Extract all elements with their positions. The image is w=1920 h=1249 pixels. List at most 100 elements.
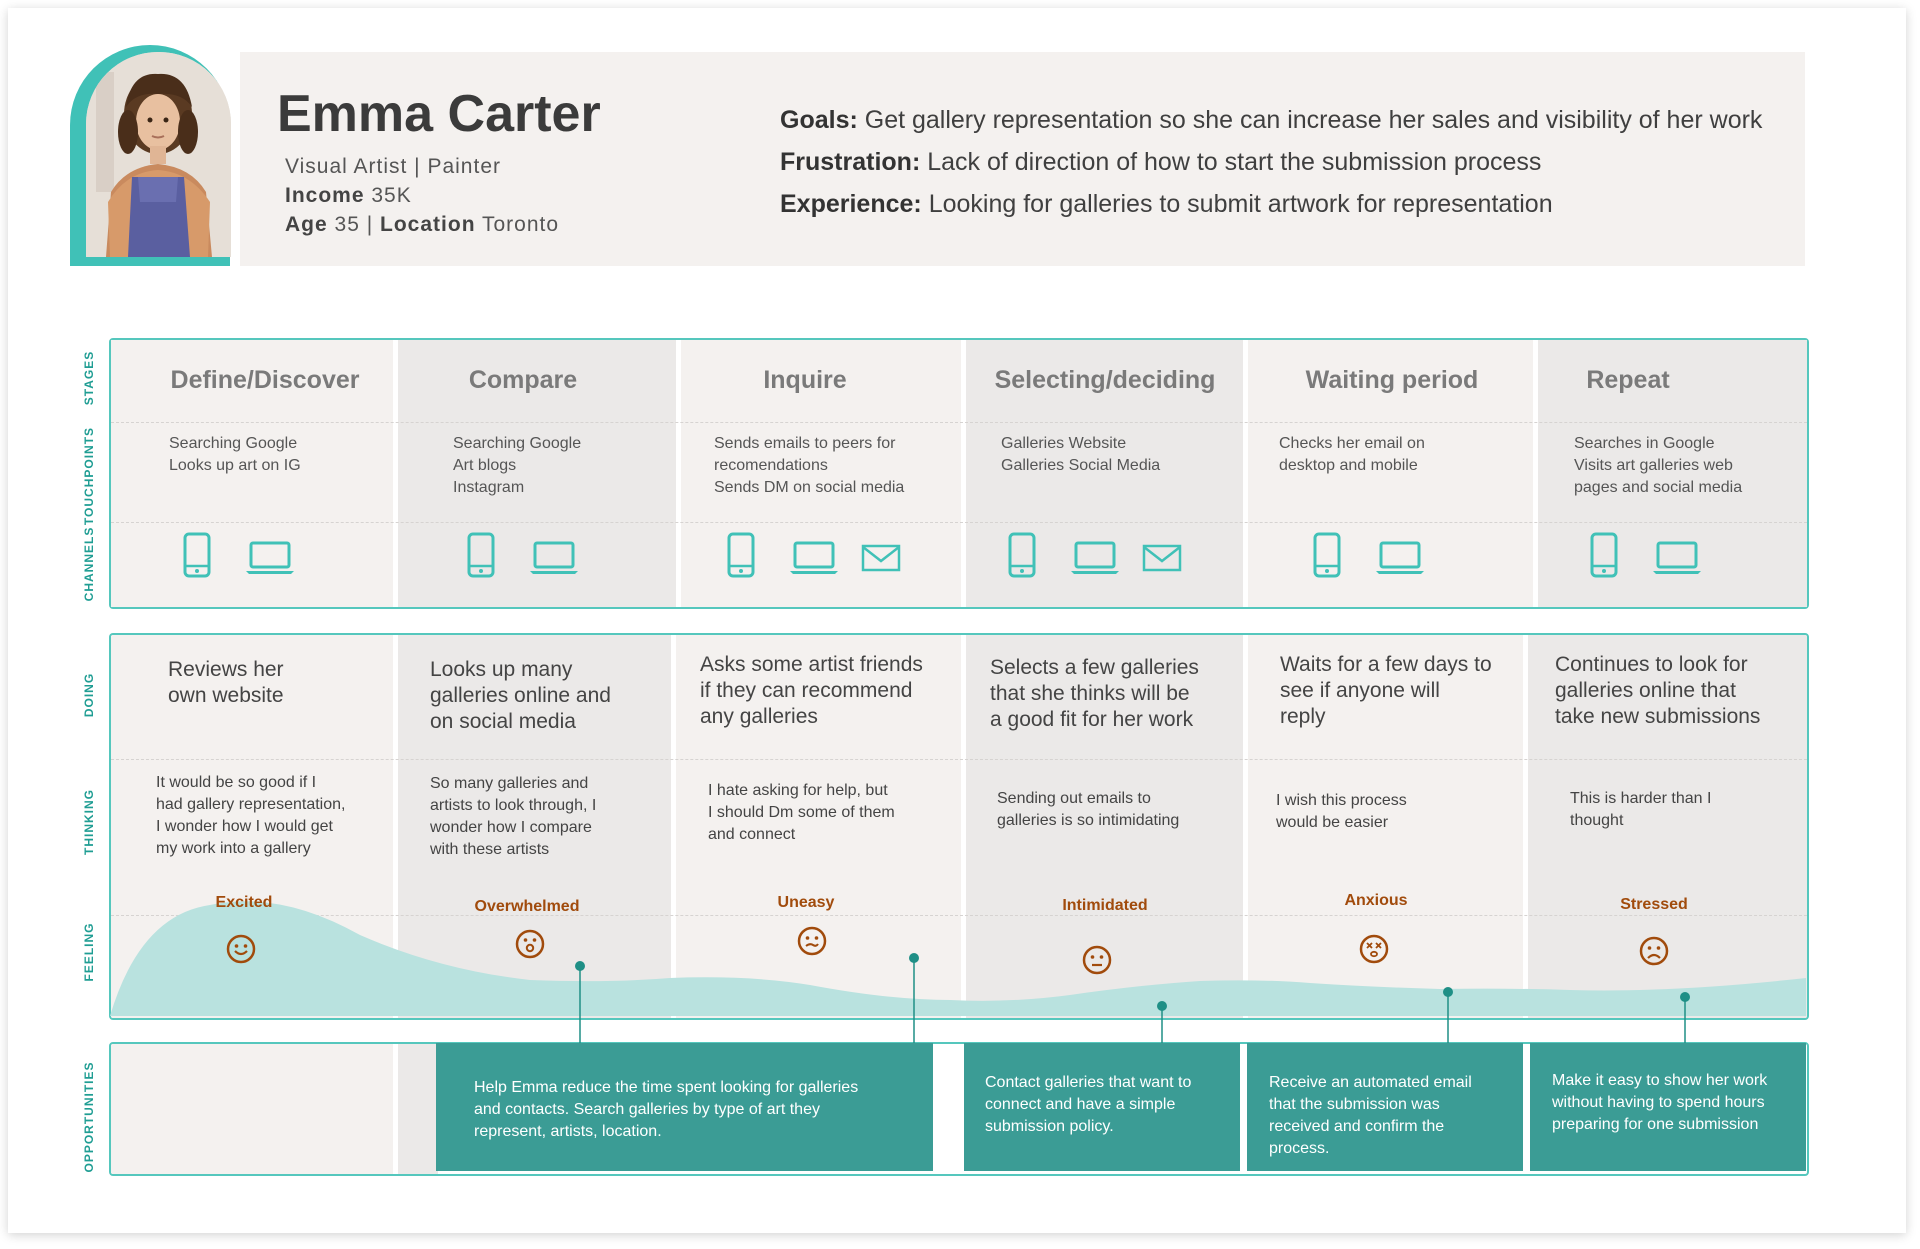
age-value: 35 | — [334, 213, 374, 236]
phone-icon — [1008, 532, 1036, 578]
thinking-compare: So many galleries and artists to look th… — [430, 773, 596, 861]
feeling-label: Stressed — [1620, 896, 1688, 913]
opportunity-text: submission policy. — [985, 1118, 1114, 1135]
opportunity-card: Receive an automated email that the subm… — [1247, 1043, 1523, 1171]
row-label-channels: CHANNELS — [82, 526, 96, 602]
frustration-text: Lack of direction of how to start the su… — [927, 148, 1542, 176]
opportunity-text: Make it easy to show her work — [1552, 1072, 1768, 1089]
doing-text: Selects a few galleries — [990, 656, 1199, 679]
touchpoint-text: Visits art galleries web — [1574, 457, 1733, 474]
opportunity-card: Help Emma reduce the time spent looking … — [436, 1043, 933, 1171]
persona-age-location: Age 35 | Location Toronto — [285, 213, 559, 237]
thinking-inquire: I hate asking for help, but I should Dm … — [708, 780, 895, 846]
doing-text: Looks up many — [430, 658, 573, 681]
stage-title: Define/Discover — [170, 366, 360, 394]
row-label-feeling: FEELING — [82, 922, 96, 982]
laptop-icon — [246, 541, 294, 574]
doing-compare: Looks up many galleries online and on so… — [430, 657, 611, 735]
location-value: Toronto — [482, 213, 560, 236]
thinking-text: had gallery representation, — [156, 796, 346, 813]
thinking-text: wonder how I compare — [430, 819, 592, 836]
avatar — [86, 52, 231, 257]
goals-label: Goals: — [780, 106, 858, 134]
doing-text: a good fit for her work — [990, 708, 1194, 731]
income-label: Income — [285, 184, 365, 207]
doing-text: on social media — [430, 710, 576, 733]
doing-define: Reviews her own website — [168, 657, 284, 709]
thinking-define: It would be so good if I had gallery rep… — [156, 772, 345, 860]
experience-text: Looking for galleries to submit artwork … — [928, 190, 1553, 218]
phone-icon — [183, 532, 211, 578]
stage-title: Inquire — [763, 366, 847, 394]
touchpoint-text: Searching Google — [453, 435, 582, 452]
opportunity-text: without having to spend hours — [1552, 1094, 1765, 1111]
touchpoint-text: Sends DM on social media — [714, 479, 905, 496]
thinking-text: my work into a gallery — [156, 840, 311, 857]
income-value: 35K — [371, 184, 412, 207]
persona-frustration: Frustration: Lack of direction of how to… — [780, 148, 1541, 177]
opportunity-text: connect and have a simple — [985, 1096, 1176, 1113]
doing-inquire: Asks some artist friends if they can rec… — [700, 652, 923, 730]
feeling-label: Intimidated — [1062, 897, 1148, 914]
touchpoints-define: Searching Google Looks up art on IG — [169, 433, 301, 477]
experience-label: Experience: — [780, 190, 922, 218]
location-label: Location — [380, 213, 476, 236]
thinking-text: It would be so good if I — [156, 774, 317, 791]
thinking-text: This is harder than I — [1570, 790, 1712, 807]
touchpoint-text: Galleries Website — [1001, 435, 1127, 452]
touchpoint-text: recomendations — [714, 457, 828, 474]
touchpoint-text: Searches in Google — [1574, 435, 1715, 452]
touchpoint-text: Searching Google — [169, 435, 298, 452]
experience-panel — [109, 633, 1809, 1020]
thinking-text: So many galleries and — [430, 775, 589, 792]
goals-text: Get gallery representation so she can in… — [864, 106, 1763, 134]
feeling-label: Uneasy — [777, 894, 835, 911]
sad-face-icon — [1639, 936, 1669, 966]
doing-text: galleries online that — [1555, 679, 1736, 702]
mail-icon — [1142, 544, 1182, 572]
feeling-label: Overwhelmed — [474, 898, 580, 915]
doing-text: Waits for a few days to — [1280, 653, 1492, 676]
thinking-text: thought — [1570, 812, 1624, 829]
touchpoint-text: Looks up art on IG — [169, 457, 301, 474]
laptop-icon — [1653, 541, 1701, 574]
opportunities-panel — [109, 1042, 1809, 1176]
stage-title: Compare — [468, 366, 578, 394]
laptop-icon — [1071, 541, 1119, 574]
touchpoint-text: pages and social media — [1574, 479, 1743, 496]
avatar-illustration — [86, 52, 231, 257]
phone-icon — [1590, 532, 1618, 578]
doing-text: reply — [1280, 705, 1326, 728]
opportunity-text: process. — [1269, 1140, 1330, 1157]
opportunity-card: Make it easy to show her work without ha… — [1530, 1043, 1806, 1171]
connector-extensions — [579, 1016, 1686, 1044]
touchpoints-compare: Searching Google Art blogs Instagram — [453, 433, 581, 499]
touchpoint-text: desktop and mobile — [1279, 457, 1418, 474]
opportunity-text: that the submission was — [1269, 1096, 1440, 1113]
doing-text: if they can recommend — [700, 679, 913, 702]
doing-text: see if anyone will — [1280, 679, 1440, 702]
opportunity-text: Contact galleries that want to — [985, 1074, 1192, 1091]
persona-name: Emma Carter — [277, 85, 601, 143]
thinking-text: with these artists — [430, 841, 550, 858]
frustration-label: Frustration: — [780, 148, 921, 176]
touchpoint-text: Checks her email on — [1279, 435, 1425, 452]
doing-text: Continues to look for — [1555, 653, 1748, 676]
persona-experience: Experience: Looking for galleries to sub… — [780, 190, 1553, 219]
doing-text: own website — [168, 684, 284, 707]
laptop-icon — [790, 541, 838, 574]
opportunity-text: preparing for one submission — [1552, 1116, 1759, 1133]
phone-icon — [467, 532, 495, 578]
opportunity-text: and contacts. Search galleries by type o… — [474, 1101, 820, 1118]
doing-text: take new submissions — [1555, 705, 1761, 728]
touchpoints-waiting: Checks her email on desktop and mobile — [1279, 433, 1425, 477]
touchpoints-selecting: Galleries Website Galleries Social Media — [1001, 433, 1160, 477]
laptop-icon — [530, 541, 578, 574]
touchpoint-text: Art blogs — [453, 457, 517, 474]
mail-icon — [861, 544, 901, 572]
opportunity-text: received and confirm the — [1269, 1118, 1445, 1135]
thinking-text: I wonder how I would get — [156, 818, 333, 835]
doing-text: Asks some artist friends — [700, 653, 923, 676]
thinking-text: artists to look through, I — [430, 797, 597, 814]
uneasy-face-icon — [797, 926, 827, 956]
